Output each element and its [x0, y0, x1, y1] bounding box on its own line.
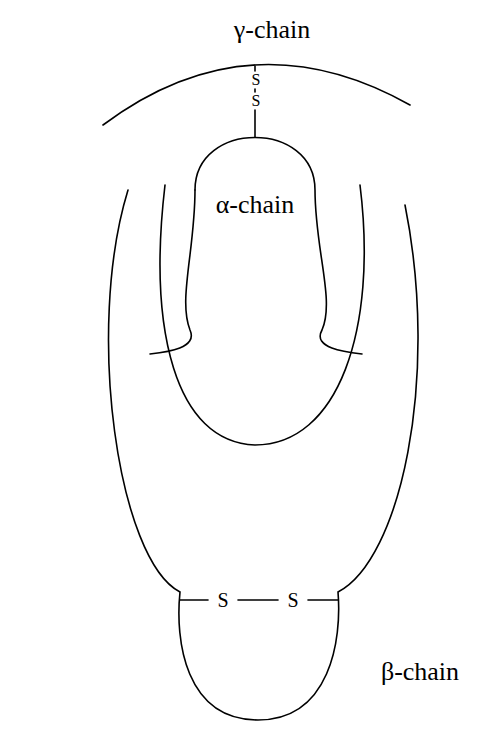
bond-line [308, 599, 338, 601]
bond-line [238, 599, 278, 601]
chain-name: α-chain [216, 192, 295, 218]
chain-name: β-chain [381, 659, 459, 685]
beta-outer-line [109, 190, 419, 720]
alpha-chain-loop [195, 138, 362, 355]
bond-line [180, 599, 208, 601]
bond-line [254, 89, 256, 92]
alpha-chain-loop [150, 190, 195, 354]
bond-line [254, 66, 256, 71]
bond-line [254, 110, 256, 137]
sulfur-atom: S [252, 93, 261, 109]
sulfur-atom: S [252, 72, 261, 88]
chain-name: γ-chain [234, 17, 310, 43]
sulfur-atom: S [287, 590, 298, 610]
beta-inner-line [160, 185, 364, 445]
gamma-chain-line [103, 65, 410, 126]
sulfur-atom: S [217, 590, 228, 610]
